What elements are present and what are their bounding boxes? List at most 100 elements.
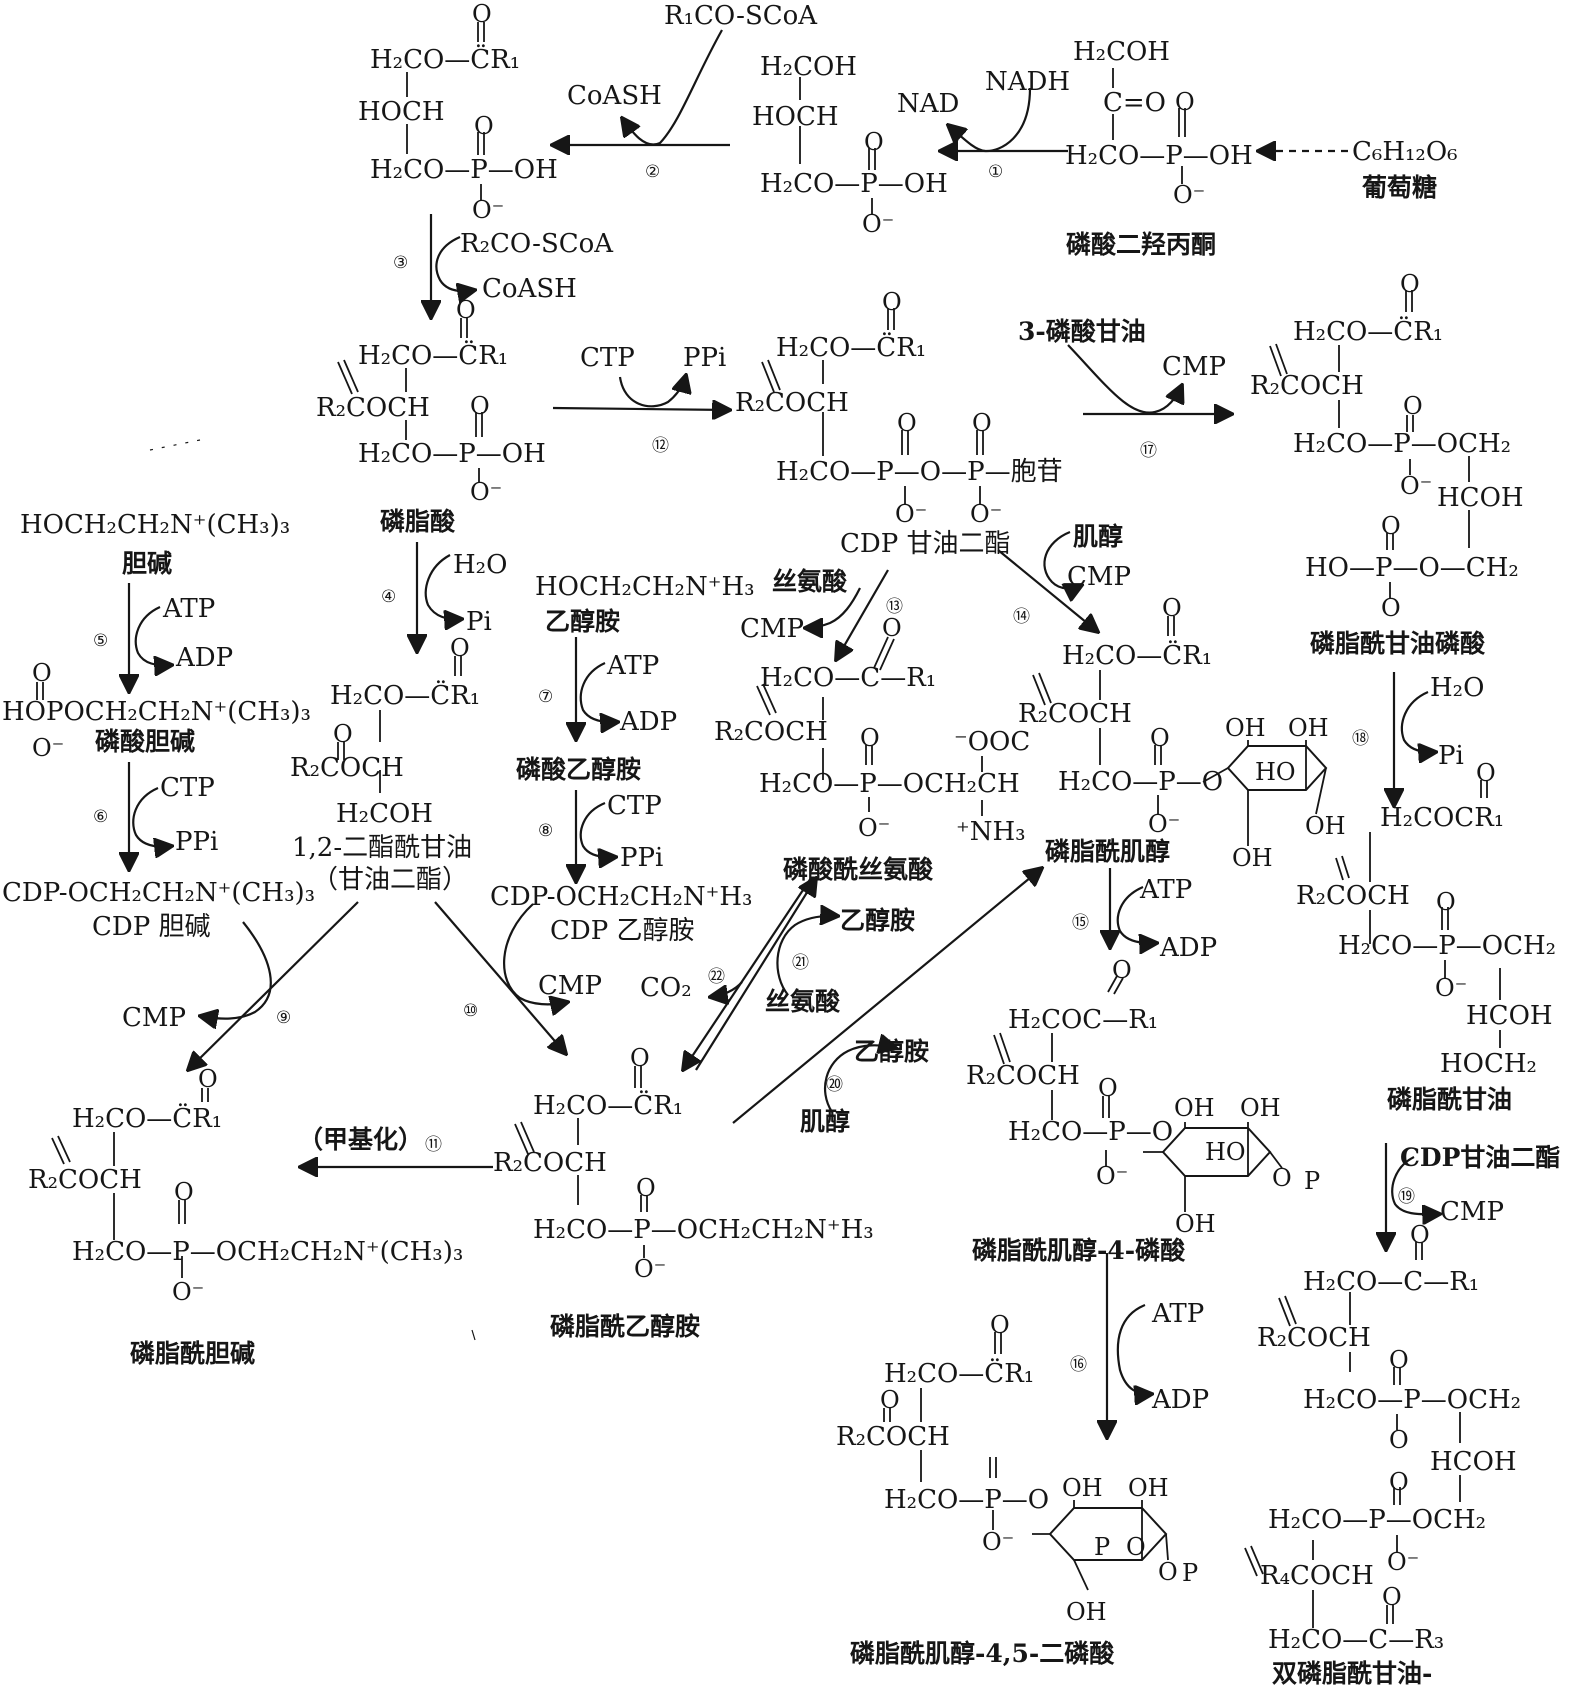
cofactor-curve-1 [948, 87, 1032, 153]
formula-line: O [1272, 1164, 1292, 1192]
cofactor-curve-15 [1116, 885, 1157, 943]
arrow-step-21 [683, 877, 812, 1070]
step-3-label: ③ [393, 253, 408, 273]
formula-line: H₂CO—C̈R₁ [884, 1358, 1034, 1389]
formula-line: H₂COC—R₁ [1008, 1005, 1158, 1035]
formula-line: OH [1128, 1474, 1169, 1502]
compound-name: 磷脂酰肌醇 [1045, 837, 1170, 866]
formula-line: O [1400, 270, 1420, 298]
step-22-label: ㉒ [708, 967, 725, 987]
compound-phosphatidylglycerophosphate: O H₂CO—C̈R₁ R₂COCH O H₂CO—P—OCH₂ O⁻ HCOH… [1250, 270, 1524, 658]
formula-line: O [456, 296, 476, 324]
step-13-label: ⑬ [886, 597, 903, 617]
compound-phosphatidylcholine: O H₂CO—C̈R₁ R₂COCH O H₂CO—P—OCH₂CH₂N⁺(CH… [28, 1065, 463, 1368]
cofactor-nadh: NADH [985, 67, 1070, 97]
formula-line: O [1381, 594, 1401, 622]
cofactor-ctp: CTP [160, 773, 215, 803]
formula-line: O [860, 724, 880, 752]
compound-cardiolipin: O H₂CO—C—R₁ R₂COCH O H₂CO—P—OCH₂ O HCOH … [1257, 1221, 1521, 1686]
compound-name: 磷脂酸 [380, 507, 456, 536]
formula-line: O [1162, 594, 1182, 622]
step-2-label: ② [645, 162, 660, 182]
formula-line: H₂CO—C̈R₁ [358, 340, 508, 371]
formula-line: H₂CO—C—R₁ [760, 663, 936, 693]
cofactor-curve-9 [200, 921, 272, 1019]
formula-line: OH [1225, 714, 1266, 742]
formula-line: H₂CO—C̈R₁ [72, 1103, 222, 1134]
cofactor-cdp-diacylglycerol: CDP甘油二酯 [1400, 1143, 1560, 1172]
formula-line: H₂CO—C̈R₁ [330, 680, 480, 711]
compound-name: 胆碱 [122, 549, 172, 578]
cofactor-h2o: H₂O [1430, 673, 1484, 703]
cofactor-labels: NAD NADH R₁CO-SCoA CoASH R₂CO-SCoA CoASH… [122, 1, 1560, 1415]
compound-name: 磷酸酰丝氨酸 [783, 855, 934, 884]
compound-cdp-ethanolamine: CDP-OCH₂CH₂N⁺H₃ CDP 乙醇胺 [490, 882, 752, 946]
formula-line: O⁻ [970, 500, 1002, 528]
formula-line: H₂CO—P—OCH₂CH₂N⁺H₃ [533, 1215, 874, 1245]
formula-line: O [1175, 88, 1195, 116]
formula-line: R₂COCH [966, 1061, 1080, 1091]
cofactor-coash: CoASH [567, 81, 662, 111]
formula-line: OH [1288, 714, 1329, 742]
cofactor-coash: CoASH [482, 274, 577, 304]
formula-line: O [864, 128, 884, 156]
formula-line: O⁻ [1387, 1548, 1419, 1576]
compound-cdp-diacylglycerol: O H₂CO—C̈R₁ R₂COCH O O H₂CO—P—O—P—胞苷 O⁻ … [735, 288, 1063, 559]
compound-name-alt: （甘油二酯） [312, 865, 468, 895]
formula-line: R₂COCH [28, 1165, 142, 1195]
formula-line: O [1389, 1346, 1409, 1374]
formula-line: O [32, 659, 52, 687]
formula-line: H₂CO—P—OCH₂ [1303, 1385, 1521, 1415]
step-19-label: ⑲ [1398, 1187, 1415, 1207]
cofactor-adp: ADP [175, 643, 233, 673]
formula-line: R₂COCH [735, 388, 849, 418]
step-8-label: ⑧ [538, 821, 553, 841]
formula-line: OH [1240, 1094, 1281, 1122]
step-20-label: ⑳ [826, 1075, 843, 1095]
formula-line: H₂CO—C̈R₁ [1062, 640, 1212, 671]
formula-line: R₄COCH [1260, 1561, 1374, 1591]
step-17-label: ⑰ [1140, 441, 1157, 461]
compound-name: 1,2-二酯酰甘油 [292, 833, 472, 863]
formula-line: HOCH₂CH₂N⁺H₃ [535, 572, 755, 602]
compound-name: 磷酸乙醇胺 [516, 755, 641, 784]
cofactor-ppi: PPi [175, 827, 218, 857]
cofactor-ctp: CTP [580, 343, 635, 373]
formula-line: O⁻ [1400, 472, 1432, 500]
cofactor-acyl-coa: R₂CO-SCoA [460, 229, 614, 259]
compound-phosphoethanolamine: 磷酸乙醇胺 [516, 755, 641, 784]
formula-line: O [882, 614, 902, 642]
formula-line: O⁻ [1096, 1162, 1128, 1190]
cofactor-curve-16 [1116, 1303, 1152, 1394]
step-4-label: ④ [381, 587, 396, 607]
compound-dhap: H₂COH C=O H₂CO—P—OH O O⁻ 磷酸二羟丙酮 [1065, 37, 1253, 259]
formula-line: R₂COCH [290, 753, 404, 783]
formula-line: HCOH [1437, 483, 1524, 513]
formula-line: O [882, 288, 902, 316]
step-7-label: ⑦ [538, 687, 553, 707]
cofactor-curve-7 [579, 661, 618, 722]
compound-name: 双磷脂酰甘油- [1272, 1659, 1432, 1686]
formula-line: OH [1062, 1474, 1103, 1502]
formula-line: O [1389, 1468, 1409, 1496]
compound-phosphatidylinositol-4-5-bisphosphate: O H₂CO—C̈R₁ R₂COCH O H₂CO—P—O O⁻ OH OH P… [836, 1311, 1198, 1668]
cofactor-curve-4 [424, 554, 462, 619]
compound-name: 磷酸二羟丙酮 [1066, 230, 1216, 259]
compound-phosphatidylinositol-4-phosphate: O H₂COC—R₁ R₂COCH O H₂CO—P—O O⁻ OH OH HO… [966, 956, 1320, 1265]
formula-line: O⁻ [32, 734, 64, 762]
formula-line: O⁻ [1173, 181, 1205, 209]
formula-line: H₂CO—P—O—P—胞苷 [776, 457, 1063, 487]
step-11-label: ⑪ [425, 1135, 442, 1155]
step-10-label: ⑩ [463, 1001, 478, 1021]
formula-line: HOCH [358, 97, 445, 127]
arrow-step-13 [836, 569, 889, 660]
formula-line: O [174, 1178, 194, 1206]
cofactor-serine: 丝氨酸 [765, 987, 841, 1016]
formula-line: P [1304, 1167, 1320, 1195]
formula-line: O⁻ [634, 1255, 666, 1283]
formula-line: R₂COCH [836, 1422, 950, 1452]
compound-phosphatidylserine: O H₂CO—C—R₁ R₂COCH O ⁻OOC H₂CO—P—OCH₂CH … [714, 614, 1030, 884]
formula-line: H₂CO—C—R₁ [1303, 1267, 1479, 1297]
formula-line: OH [1175, 1210, 1216, 1238]
arrow-step-12 [552, 408, 730, 410]
